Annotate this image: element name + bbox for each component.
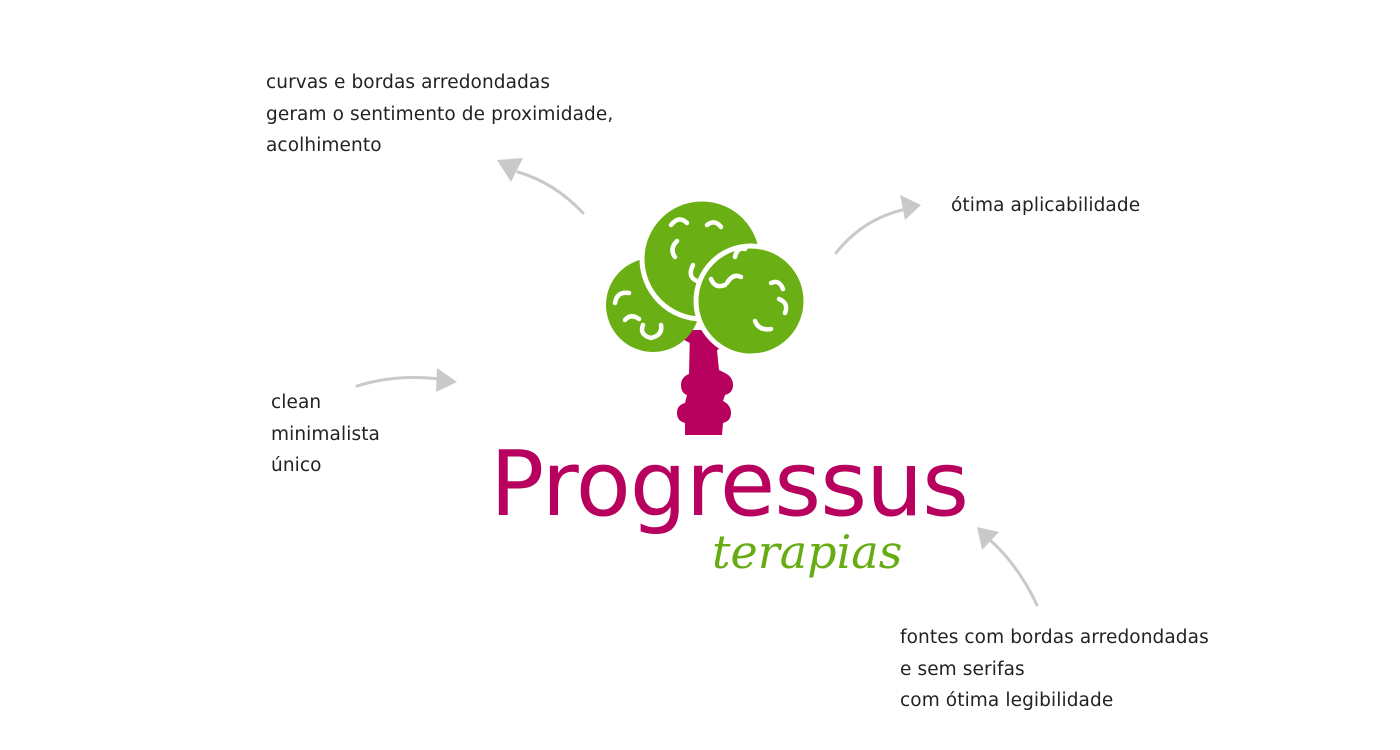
tree-icon — [606, 196, 809, 435]
annotation-line: ótima aplicabilidade — [951, 195, 1141, 216]
arrow-to-curves — [497, 158, 585, 215]
annotation-line: clean — [271, 392, 322, 413]
annotation-line: fontes com bordas arredondadas — [900, 627, 1209, 648]
annotation-clean: clean minimalista único — [271, 387, 380, 482]
annotation-line: minimalista — [271, 423, 380, 445]
annotation-fonts: fontes com bordas arredondadas e sem ser… — [900, 622, 1209, 717]
annotation-line: e sem serifas — [900, 658, 1025, 680]
brand-subtitle: terapias — [712, 525, 903, 579]
arrow-to-fonts — [977, 527, 1039, 607]
annotation-rounded-curves: curvas e bordas arredondadas geram o sen… — [266, 67, 613, 162]
annotation-applicability: ótima aplicabilidade — [951, 190, 1140, 222]
annotation-line: com ótima legibilidade — [900, 690, 1114, 711]
annotation-line: curvas e bordas arredondadas — [266, 72, 551, 93]
brand-name: Progressus — [490, 432, 969, 537]
annotation-line: geram o sentimento de proximidade, — [266, 103, 614, 125]
annotation-line: acolhimento — [266, 135, 382, 156]
arrow-to-applicability — [834, 195, 921, 255]
annotation-line: único — [271, 455, 322, 476]
